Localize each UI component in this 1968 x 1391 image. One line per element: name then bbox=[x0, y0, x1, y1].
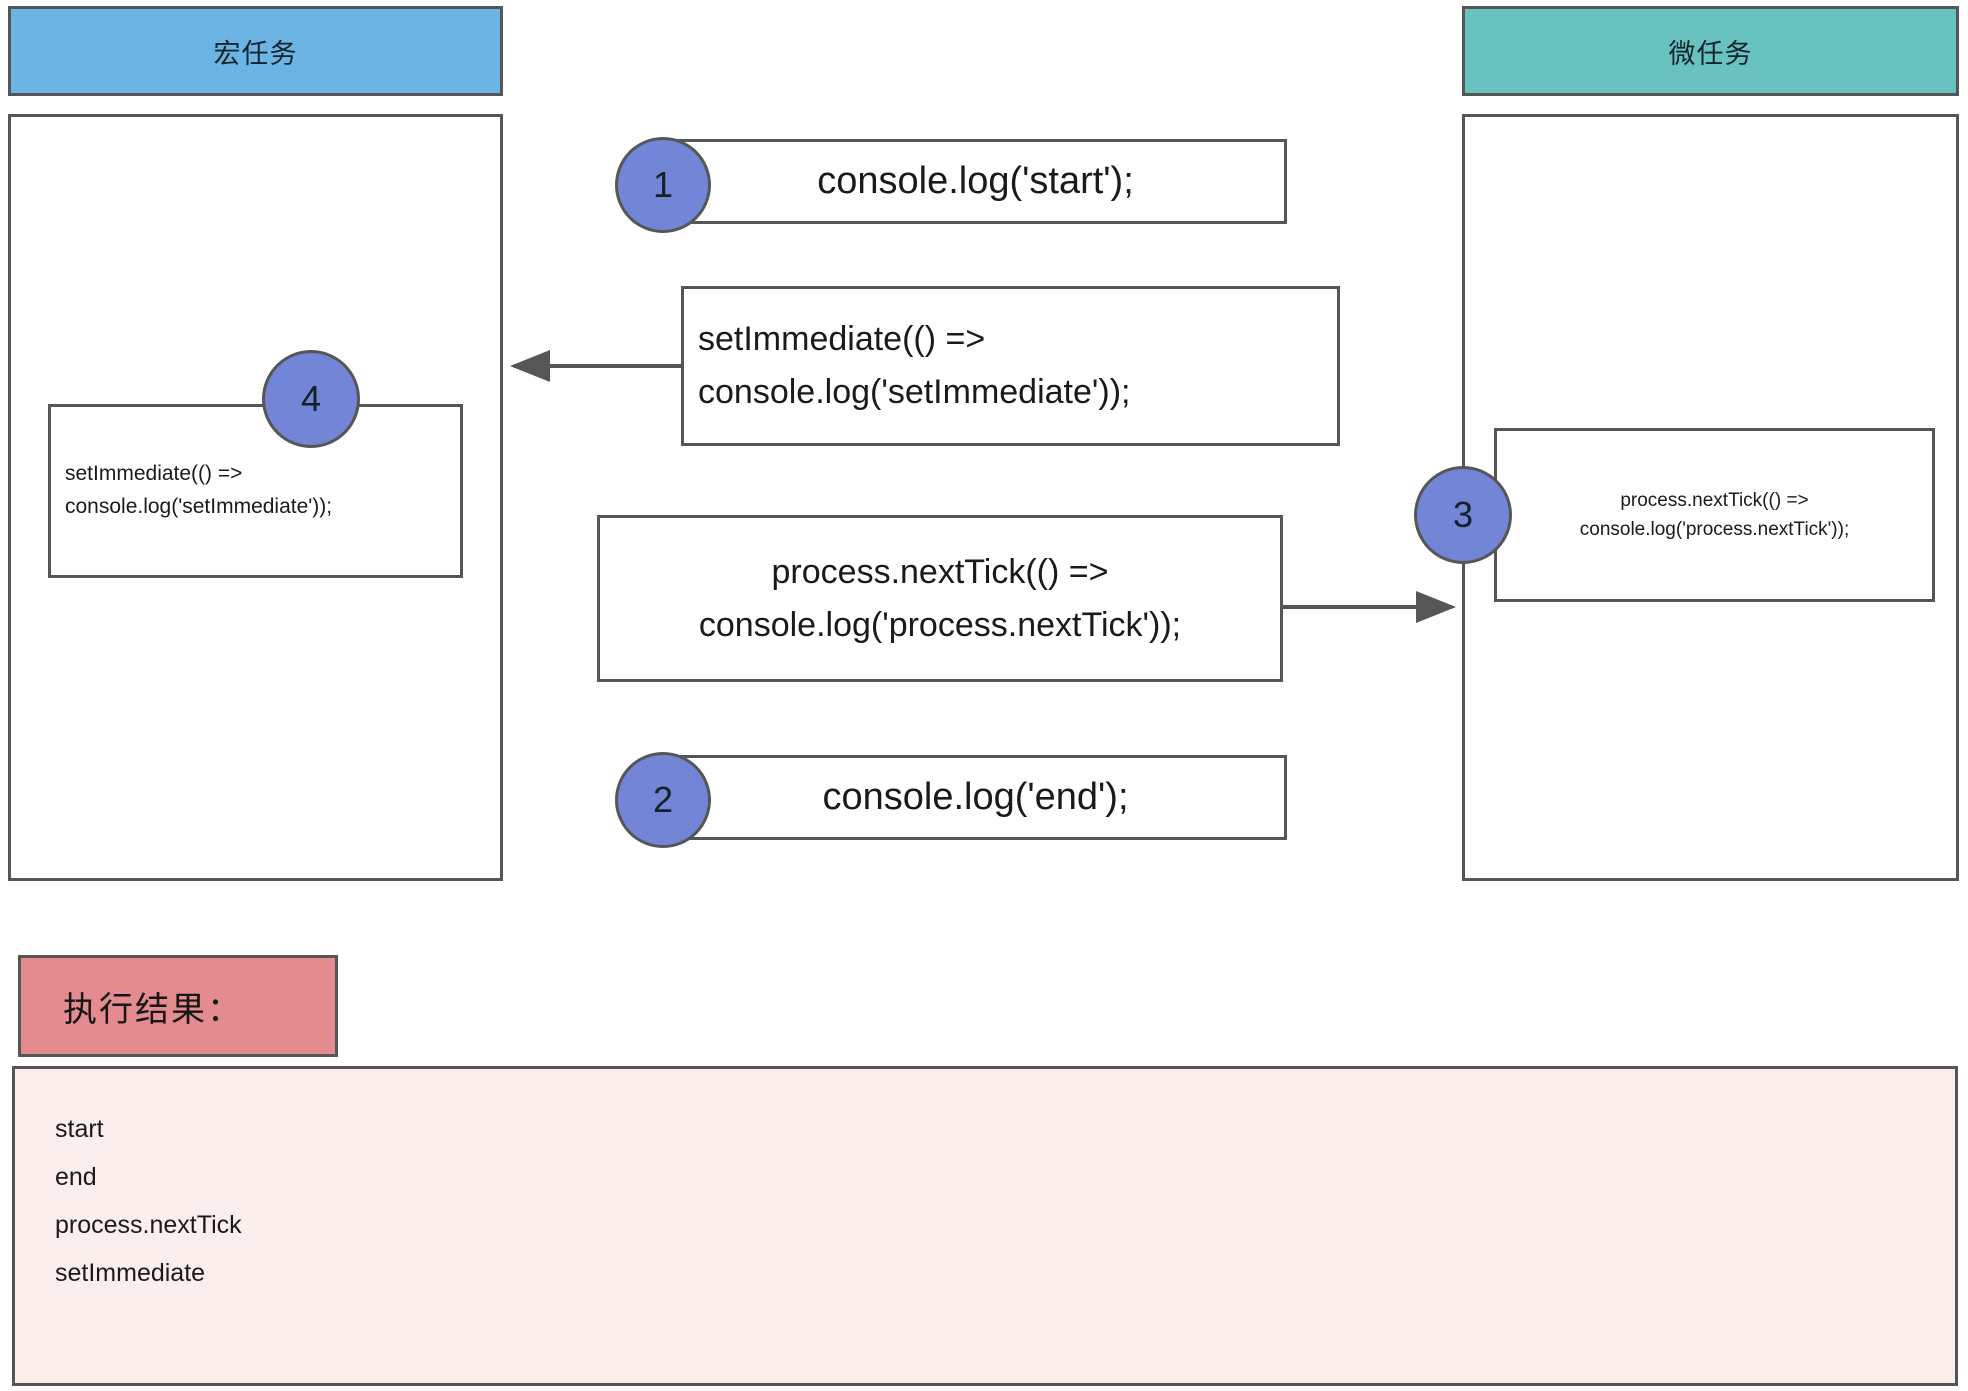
macrotask-queued-line-2: console.log('setImmediate')); bbox=[65, 495, 333, 518]
step-badge-2-label: 2 bbox=[652, 779, 674, 820]
code-block-setimmediate: setImmediate(() => console.log('setImmed… bbox=[681, 286, 1340, 446]
macrotask-header-label: 宏任务 bbox=[213, 38, 298, 69]
code-line: console.log('process.nextTick')); bbox=[698, 605, 1182, 644]
result-line: setImmediate bbox=[55, 1259, 206, 1287]
code-line: setImmediate(() => bbox=[698, 320, 986, 359]
results-header-label: 执行结果： bbox=[63, 990, 243, 1029]
code-block-console-log-end: console.log('end'); bbox=[664, 755, 1287, 840]
macrotask-queued-code-block: setImmediate(() => console.log('setImmed… bbox=[48, 404, 463, 578]
result-line: end bbox=[55, 1163, 97, 1191]
code-line: process.nextTick(() => bbox=[771, 552, 1109, 591]
step-badge-4-label: 4 bbox=[300, 378, 322, 419]
microtask-queued-line-2: console.log('process.nextTick')); bbox=[1579, 519, 1850, 540]
code-line: console.log('start'); bbox=[817, 160, 1134, 203]
step-badge-2: 2 bbox=[615, 752, 711, 848]
macrotask-queued-line-1: setImmediate(() => bbox=[65, 462, 243, 486]
step-badge-1-label: 1 bbox=[652, 164, 674, 205]
result-line: process.nextTick bbox=[55, 1211, 242, 1239]
microtask-queued-code-block: process.nextTick(() => console.log('proc… bbox=[1494, 428, 1935, 602]
macrotask-header: 宏任务 bbox=[8, 6, 503, 96]
results-header: 执行结果： bbox=[18, 955, 338, 1057]
code-line: console.log('end'); bbox=[822, 776, 1129, 819]
step-badge-4: 4 bbox=[262, 350, 360, 448]
microtask-header-label: 微任务 bbox=[1668, 38, 1753, 69]
code-block-process-nexttick: process.nextTick(() => console.log('proc… bbox=[597, 515, 1283, 682]
result-line: start bbox=[55, 1115, 104, 1143]
code-line: console.log('setImmediate')); bbox=[698, 373, 1131, 411]
step-badge-3: 3 bbox=[1414, 466, 1512, 564]
step-badge-1: 1 bbox=[615, 137, 711, 233]
results-body: start end process.nextTick setImmediate bbox=[12, 1066, 1958, 1386]
microtask-queued-line-1: process.nextTick(() => bbox=[1620, 489, 1809, 511]
step-badge-3-label: 3 bbox=[1452, 494, 1474, 535]
microtask-header: 微任务 bbox=[1462, 6, 1959, 96]
code-block-console-log-start: console.log('start'); bbox=[664, 139, 1287, 224]
